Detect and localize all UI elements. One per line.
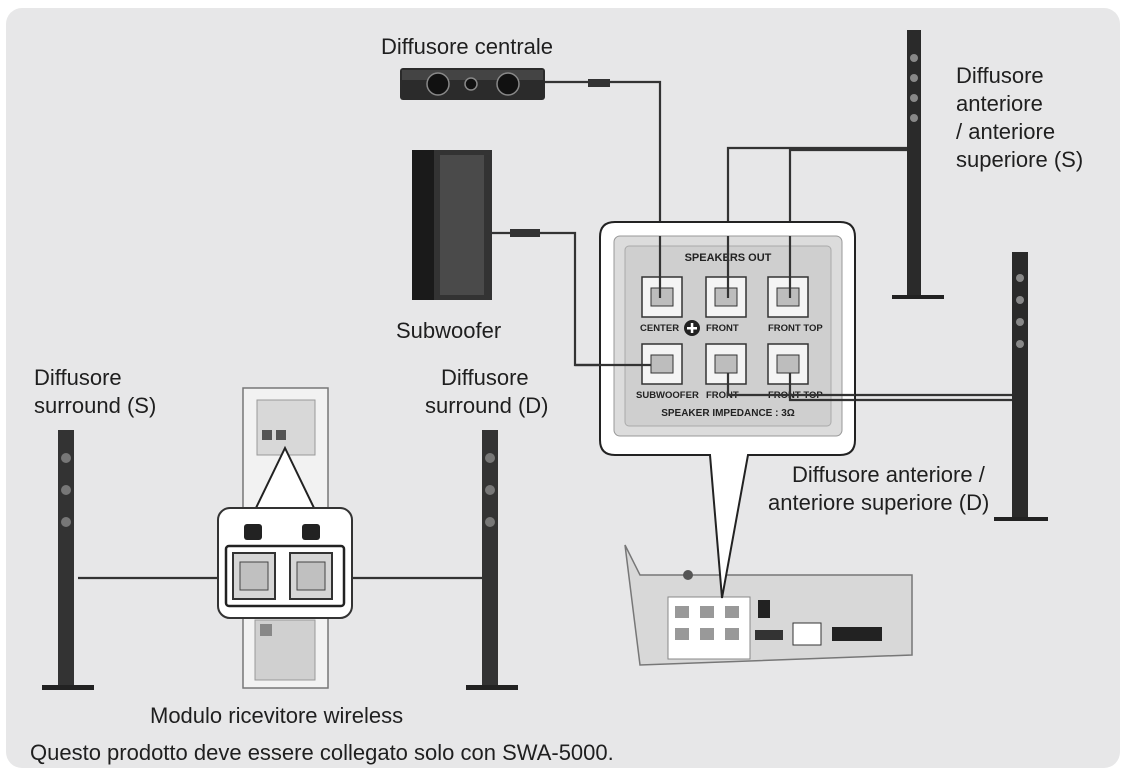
speaker-impedance-label: SPEAKER IMPEDANCE : 3Ω: [661, 408, 795, 419]
front-left-speaker: [892, 30, 944, 299]
label-front-right: FRONT: [706, 390, 739, 401]
surround-left-label-line2: surround (S): [34, 393, 157, 418]
label-center: CENTER: [640, 323, 679, 334]
surround-left-label-line1: Diffusore: [34, 365, 122, 390]
wireless-module-label: Modulo ricevitore wireless: [150, 703, 404, 728]
label-front-left: FRONT: [706, 323, 739, 334]
center-speaker-label: Diffusore centrale: [381, 34, 554, 59]
front-left-label-line4: superiore (S): [956, 147, 1084, 172]
wireless-receiver-module: L R: [217, 387, 353, 689]
surround-right-speaker: [466, 430, 518, 690]
front-left-label-line2: anteriore: [956, 91, 1043, 116]
speakers-out-callout: SPEAKERS OUT CENTER FRONT FRONT TOP: [599, 221, 856, 599]
terminal-center: [641, 276, 683, 318]
subwoofer-speaker: [412, 150, 540, 300]
center-speaker: [400, 68, 610, 100]
surround-left-speaker: [42, 430, 94, 690]
terminal-front-left: [705, 276, 747, 318]
front-left-label-line3: / anteriore: [956, 119, 1056, 144]
subwoofer-label: Subwoofer: [396, 318, 502, 343]
compatibility-note: Questo prodotto deve essere collegato so…: [30, 740, 614, 765]
terminal-front-top-right: [767, 343, 809, 385]
diagram-background: [6, 8, 1120, 768]
front-left-label-line1: Diffusore: [956, 63, 1044, 88]
wireless-badge-right: R: [307, 528, 315, 540]
label-subwoofer: SUBWOOFER: [636, 390, 699, 401]
front-right-label-line2: anteriore superiore (D): [768, 490, 990, 515]
terminal-front-right: [705, 343, 747, 385]
surround-right-label-line2: surround (D): [425, 393, 549, 418]
plus-icon: [684, 320, 700, 336]
front-right-speaker: [994, 252, 1048, 521]
terminal-front-top-left: [767, 276, 809, 318]
surround-right-label-line1: Diffusore: [441, 365, 529, 390]
label-front-top-left: FRONT TOP: [768, 323, 823, 334]
main-unit-rear-panel: [624, 544, 913, 666]
front-right-label-line1: Diffusore anteriore /: [792, 462, 985, 487]
wireless-badge-left: L: [250, 528, 257, 540]
